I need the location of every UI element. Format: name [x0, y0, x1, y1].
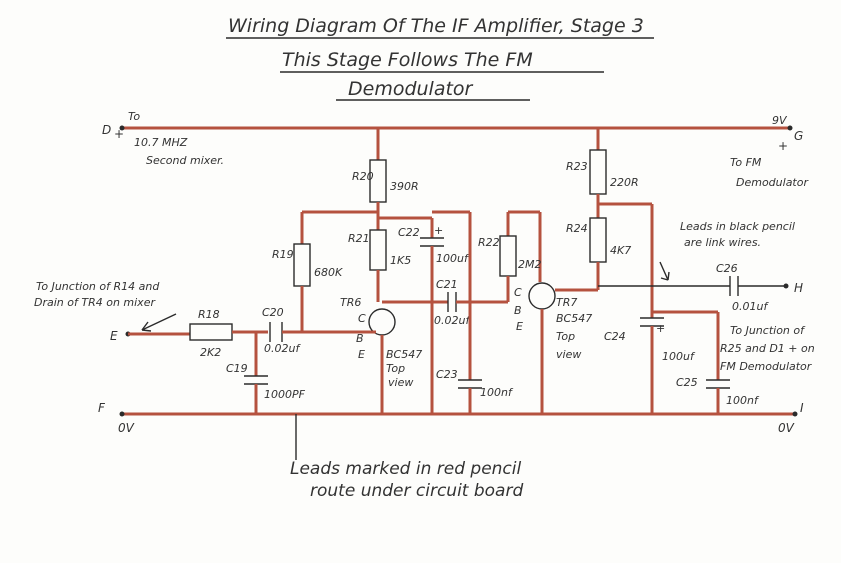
- r21-value: 1K5: [390, 254, 411, 267]
- resistor-r24: [589, 217, 607, 290]
- r19-value: 680K: [314, 266, 343, 279]
- note-fm-demod-2: Demodulator: [736, 176, 809, 189]
- c20-value: 0.02uf: [264, 342, 301, 355]
- terminal-e: E: [110, 329, 118, 343]
- r18-value: 2K2: [200, 346, 221, 359]
- c24-value: 100uf: [662, 350, 696, 363]
- c22-name: C22: [398, 226, 420, 239]
- tr7-e: E: [516, 320, 523, 333]
- tr6-name: TR6: [340, 296, 361, 309]
- r23-value: 220R: [610, 176, 639, 189]
- transistor-tr7: [528, 282, 598, 414]
- note-mixer: 10.7 MHZ: [134, 136, 188, 149]
- tr7-type: BC547: [556, 312, 592, 325]
- note-link-wires: Leads in black pencil: [680, 220, 795, 233]
- terminal-f: F: [98, 401, 106, 415]
- c21-name: C21: [436, 278, 458, 291]
- c26-name: C26: [716, 262, 738, 275]
- c23-name: C23: [436, 368, 458, 381]
- c19-name: C19: [226, 362, 248, 375]
- note-junction-r25-2: R25 and D1 + on: [720, 342, 815, 355]
- title-line-3: Demodulator: [348, 78, 474, 100]
- note-red-leads: Leads marked in red pencil: [290, 459, 522, 479]
- tr7-view-2: view: [556, 348, 581, 361]
- note-red-leads-2: route under circuit board: [310, 481, 523, 501]
- c25-value: 100nf: [726, 394, 760, 407]
- c24-name: C24: [604, 330, 626, 343]
- resistor-r23: [589, 128, 654, 318]
- resistor-r20: [369, 128, 387, 230]
- r20-name: R20: [352, 170, 374, 183]
- note-junction-r14-2: Drain of TR4 on mixer: [34, 296, 156, 309]
- r18-name: R18: [198, 308, 220, 321]
- tr6-b: B: [356, 332, 364, 345]
- tr7-name: TR7: [556, 296, 577, 309]
- note-junction-r25: To Junction of: [730, 324, 806, 337]
- terminal-d: D: [102, 123, 111, 137]
- r24-name: R24: [566, 222, 588, 235]
- tr6-e: E: [358, 348, 365, 361]
- terminal-h: H: [794, 281, 803, 295]
- terminal-i-ov: 0V: [778, 421, 795, 435]
- resistor-r19: [293, 210, 378, 332]
- note-junction-r14: To Junction of R14 and: [36, 280, 160, 293]
- tr6-view: Top: [386, 362, 405, 375]
- c23-value: 100nf: [480, 386, 514, 399]
- c20-name: C20: [262, 306, 284, 319]
- c22-plus: +: [434, 224, 443, 237]
- resistor-r22: [499, 210, 542, 302]
- c19-value: 1000PF: [264, 388, 306, 401]
- note-junction-r25-3: FM Demodulator: [720, 360, 813, 373]
- c25-name: C25: [676, 376, 698, 389]
- r21-name: R21: [348, 232, 370, 245]
- r23-name: R23: [566, 160, 588, 173]
- resistor-r18: [189, 323, 268, 341]
- input-e: [125, 313, 190, 337]
- tr6-type: BC547: [386, 348, 422, 361]
- capacitor-c26: [729, 276, 789, 296]
- c22-value: 100uf: [436, 252, 470, 265]
- terminal-i: I: [800, 401, 804, 415]
- c24-plus: +: [656, 322, 665, 335]
- capacitor-c22: [378, 216, 444, 414]
- note-link-wires-2: are link wires.: [684, 236, 761, 249]
- r22-value: 2M2: [518, 258, 542, 271]
- r19-name: R19: [272, 248, 294, 261]
- title-line-2: This Stage Follows The FM: [282, 49, 533, 71]
- r22-name: R22: [478, 236, 500, 249]
- resistor-r21: [369, 229, 387, 302]
- tr7-b: B: [514, 304, 522, 317]
- terminal-g-volt: 9V: [772, 114, 788, 127]
- capacitor-c23: [432, 210, 482, 414]
- note-fm-demod: To FM: [730, 156, 762, 169]
- capacitor-c24: [640, 310, 720, 414]
- capacitor-c21: [414, 292, 508, 312]
- title-line-1: Wiring Diagram Of The IF Amplifier, Stag…: [228, 15, 644, 37]
- c26-value: 0.01uf: [732, 300, 769, 313]
- r24-value: 4K7: [610, 244, 631, 257]
- positive-rail: [119, 125, 793, 131]
- c21-value: 0.02uf: [434, 314, 471, 327]
- capacitor-c20: [269, 322, 376, 342]
- tr6-c: C: [358, 312, 366, 325]
- terminal-g-plus: +: [778, 139, 788, 153]
- tr7-view: Top: [556, 330, 575, 343]
- output-lead: [598, 261, 730, 287]
- terminal-g: G: [794, 129, 803, 143]
- transistor-tr6: [368, 300, 414, 414]
- capacitor-c19: [244, 332, 268, 414]
- terminal-f-ov: 0V: [118, 421, 135, 435]
- note-to: To: [128, 110, 140, 123]
- tr6-view-2: view: [388, 376, 413, 389]
- tr7-c: C: [514, 286, 522, 299]
- terminal-d-plus: +: [114, 127, 124, 141]
- r20-value: 390R: [390, 180, 419, 193]
- capacitor-c25: [706, 379, 730, 414]
- note-mixer-2: Second mixer.: [146, 154, 224, 167]
- ground-rail: [119, 411, 798, 417]
